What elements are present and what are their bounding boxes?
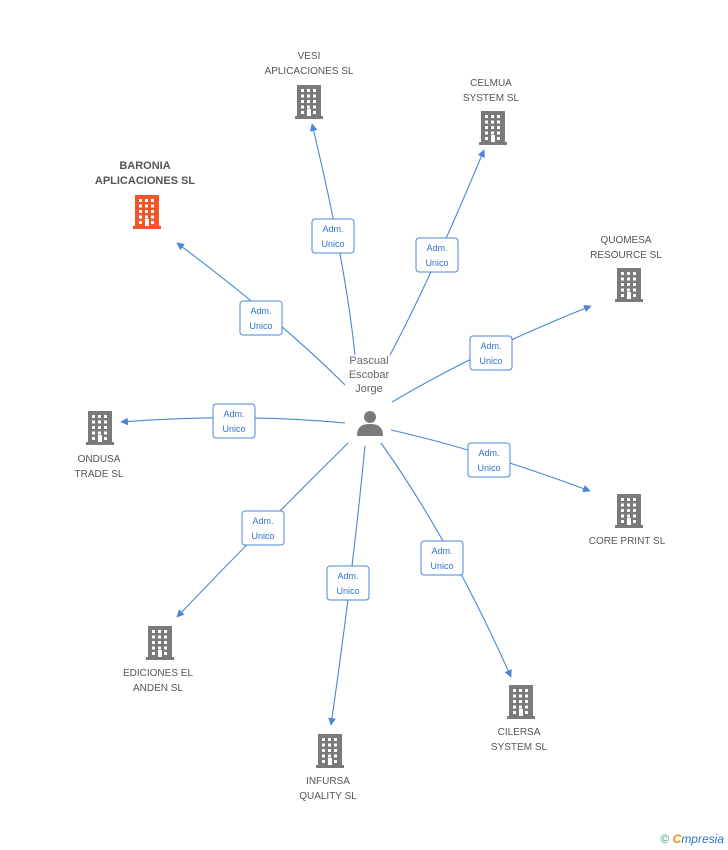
relation-label-line-2: Unico <box>336 586 359 596</box>
relation-label-line-1: Adm. <box>322 224 343 234</box>
relation-badge-box <box>415 237 459 273</box>
company-name-line-1: VESI <box>298 51 321 62</box>
relation-badge-celmua[interactable]: Adm. Unico <box>415 237 459 273</box>
company-name-line-1: CELMUA <box>470 78 512 89</box>
person-icon <box>357 411 383 436</box>
relation-badge-box <box>212 403 256 439</box>
building-icon <box>133 195 161 229</box>
relation-label-line-2: Unico <box>479 356 502 366</box>
relation-badge-cilersa[interactable]: Adm. Unico <box>420 540 464 576</box>
relation-badge-infursa[interactable]: Adm. Unico <box>326 565 370 601</box>
relation-label-line-1: Adm. <box>478 448 499 458</box>
company-name-line-2: ANDEN SL <box>133 683 183 694</box>
brand-logo-letter: C <box>672 832 682 846</box>
relation-label-line-1: Adm. <box>252 516 273 526</box>
relation-label-line-2: Unico <box>321 239 344 249</box>
relation-badge-box <box>311 218 355 254</box>
building-icon <box>615 268 643 302</box>
relation-badge-vesi[interactable]: Adm. Unico <box>311 218 355 254</box>
company-node-ondusa[interactable]: ONDUSA TRADE SL <box>75 411 124 480</box>
company-name-line-2: APLICACIONES SL <box>265 66 354 77</box>
relation-badge-box <box>467 442 511 478</box>
company-node-infursa[interactable]: INFURSA QUALITY SL <box>299 734 357 802</box>
relation-badge-box <box>420 540 464 576</box>
company-name-line-2: QUALITY SL <box>299 791 357 802</box>
relation-badge-quomesa[interactable]: Adm. Unico <box>469 335 513 371</box>
companies-layer: VESI APLICACIONES SL CELMUA SYSTEM SL BARONI… <box>75 51 666 802</box>
footer-brand: © Cmpresia <box>660 832 724 846</box>
relation-badge-ondusa[interactable]: Adm. Unico <box>212 403 256 439</box>
building-icon <box>295 85 323 119</box>
company-name-line-2: RESOURCE SL <box>590 250 662 261</box>
company-name-line-2: SYSTEM SL <box>463 93 520 104</box>
relation-label-line-2: Unico <box>430 561 453 571</box>
relation-badge-box <box>469 335 513 371</box>
person-name-line-2: Escobar <box>349 369 390 381</box>
company-node-baronia[interactable]: BARONIA APLICACIONES SL <box>95 160 196 229</box>
company-name-line-1: INFURSA <box>306 776 350 787</box>
relation-label-line-2: Unico <box>222 424 245 434</box>
company-name-line-2: TRADE SL <box>75 469 124 480</box>
company-name-line-1: EDICIONES EL <box>123 668 193 679</box>
edges-layer <box>120 123 592 726</box>
brand-name: mpresia <box>681 832 724 846</box>
company-name-line-2: SYSTEM SL <box>491 742 548 753</box>
relation-label-line-1: Adm. <box>480 341 501 351</box>
person-name-line-3: Jorge <box>355 383 383 395</box>
company-node-ediciones[interactable]: EDICIONES EL ANDEN SL <box>123 626 193 694</box>
relation-badge-ediciones[interactable]: Adm. Unico <box>241 510 285 546</box>
person-node[interactable]: Pascual Escobar Jorge <box>349 355 390 436</box>
relation-badge-baronia[interactable]: Adm. Unico <box>239 300 283 336</box>
relation-label-line-1: Adm. <box>431 546 452 556</box>
company-node-vesi[interactable]: VESI APLICACIONES SL <box>265 51 354 119</box>
building-icon <box>146 626 174 660</box>
company-node-celmua[interactable]: CELMUA SYSTEM SL <box>463 78 520 145</box>
building-icon <box>479 111 507 145</box>
company-name-line-1: QUOMESA <box>600 235 651 246</box>
company-name-line-1: CILERSA <box>498 727 541 738</box>
relation-label-line-2: Unico <box>251 531 274 541</box>
building-icon <box>615 494 643 528</box>
company-name-line-1: BARONIA <box>119 160 170 172</box>
relation-badge-box <box>239 300 283 336</box>
relation-label-line-1: Adm. <box>337 571 358 581</box>
copyright-symbol: © <box>660 832 670 846</box>
relation-label-line-2: Unico <box>249 321 272 331</box>
relation-badge-box <box>326 565 370 601</box>
relation-label-line-1: Adm. <box>426 243 447 253</box>
company-name-line-1: ONDUSA <box>78 454 121 465</box>
relation-label-line-2: Unico <box>477 463 500 473</box>
relation-label-line-1: Adm. <box>250 306 271 316</box>
company-node-coreprint[interactable]: CORE PRINT SL <box>589 494 666 547</box>
relation-label-line-2: Unico <box>425 258 448 268</box>
building-icon <box>316 734 344 768</box>
relation-badge-coreprint[interactable]: Adm. Unico <box>467 442 511 478</box>
building-icon <box>86 411 114 445</box>
person-name-line-1: Pascual <box>349 355 388 367</box>
relation-label-line-1: Adm. <box>223 409 244 419</box>
company-name-line-1: CORE PRINT SL <box>589 536 666 547</box>
company-name-line-2: APLICACIONES SL <box>95 175 196 187</box>
building-icon <box>507 685 535 719</box>
company-node-cilersa[interactable]: CILERSA SYSTEM SL <box>491 685 548 753</box>
company-node-quomesa[interactable]: QUOMESA RESOURCE SL <box>590 235 662 302</box>
relation-badge-box <box>241 510 285 546</box>
